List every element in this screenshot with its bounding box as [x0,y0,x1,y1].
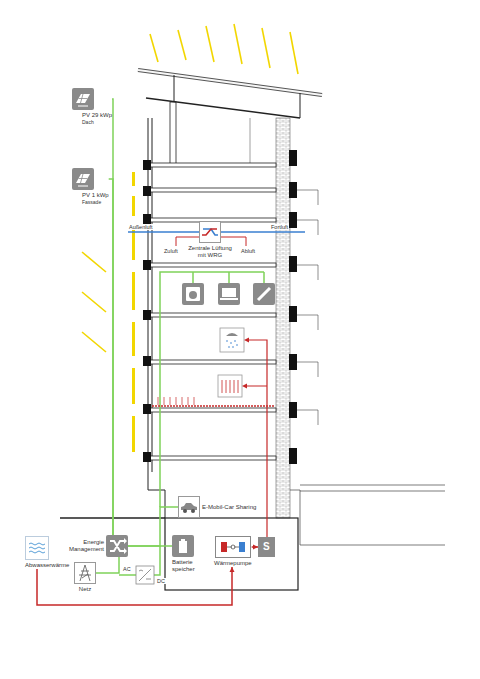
component-node: PV 1 kWpFassade [72,168,109,206]
node-label: E-Mobil-Car Sharing [202,504,256,511]
connector-line [37,567,232,605]
annotation-label: Fortluft [270,224,289,230]
node-label: PV 29 kWp [82,112,112,119]
connector [96,557,119,573]
component-node: Wärmepumpe [214,536,252,567]
connector [128,546,172,547]
connector-line [109,179,113,535]
node-sublabel: Dach [82,119,112,126]
node-label: Netz [79,586,91,593]
node-icon [72,88,94,110]
node-icon [215,536,251,558]
node-label: Energie Management [64,539,104,553]
component-node: Energie Management [64,535,128,557]
node-icon [172,535,194,557]
node-icon [72,168,94,190]
connector [37,567,235,605]
node-label: Zentrale Lüftung mit WRG [186,245,234,259]
node-label: Abwasserwärme [25,562,69,569]
node-icon [199,221,221,243]
sun-rays [82,24,298,352]
annotation-label: Zuluft [163,248,179,254]
node-sublabel: Fassade [82,199,109,206]
node-label: Batterie speicher [172,559,208,573]
component-node: E-Mobil-Car Sharing [178,496,256,518]
connector [128,507,178,546]
connector-line [128,507,178,546]
node-label: Wärmepumpe [214,560,252,567]
storage-box: S [258,537,275,557]
component-node: Batterie speicher [172,535,208,573]
node-icon [106,535,128,557]
component-node: Zentrale Lüftung mit WRG [186,221,234,259]
annotation-label: Abluft [240,248,256,254]
node-icon [74,562,96,584]
connector [109,179,113,535]
component-node: Netz [74,562,96,593]
connector-line [96,557,119,573]
annotation-label: AC [122,566,132,572]
annotation-label: DC [156,578,166,584]
node-label: PV 1 kWp [82,192,109,199]
node-icon [25,536,49,560]
appliance-icons [136,283,275,584]
component-node: PV 29 kWpDach [72,88,112,126]
node-icon [178,496,200,518]
arrow-head [230,567,235,572]
component-node: Abwasserwärme [25,536,69,569]
connector-line [128,545,172,547]
node-label: S [263,540,270,554]
annotation-label: Außenluft [128,224,154,230]
